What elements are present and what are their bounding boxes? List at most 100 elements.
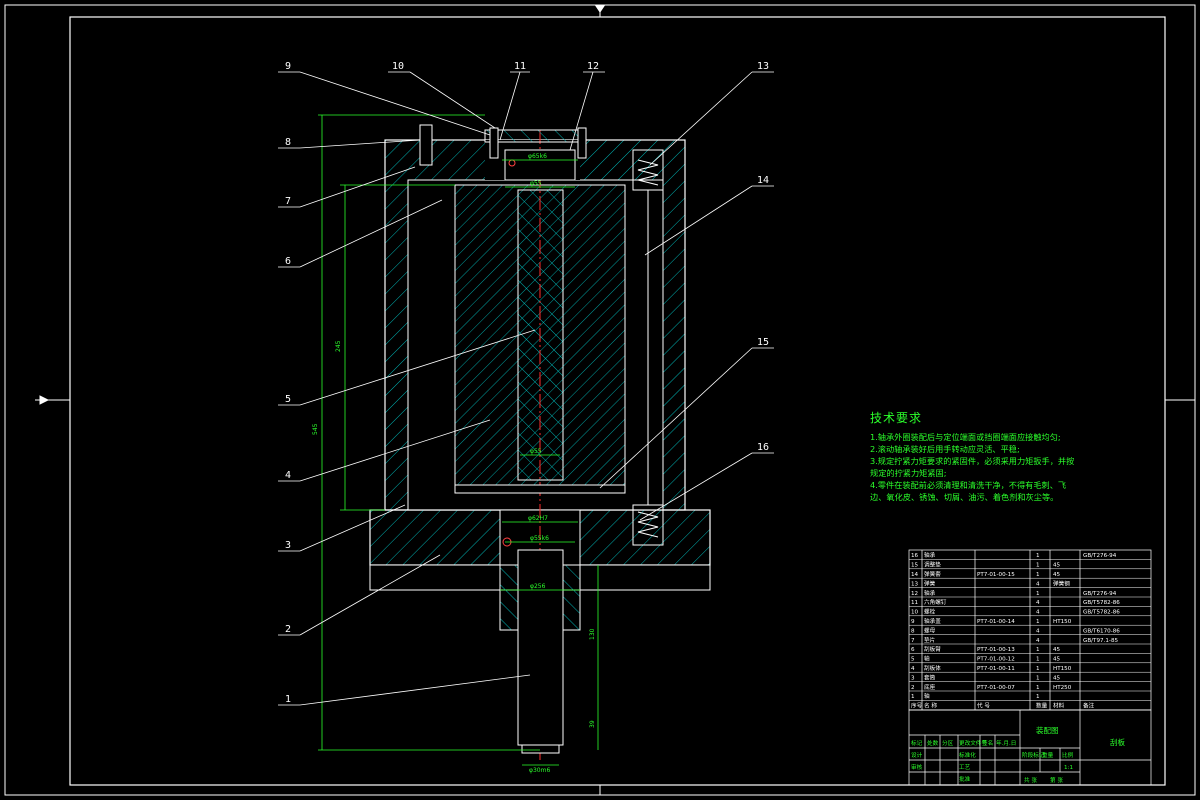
- tb-cell-mark: 标记: [911, 739, 923, 747]
- parts-cell-note: GB/T6170-86: [1083, 628, 1120, 634]
- parts-cell-no: 15: [911, 563, 919, 569]
- title-block: [908, 709, 1152, 786]
- parts-cell-qty: 数量: [1036, 702, 1048, 710]
- parts-cell-name: 底座: [924, 683, 936, 691]
- parts-cell-note: GB/T276-94: [1083, 591, 1117, 597]
- parts-cell-qty: 1: [1036, 675, 1040, 681]
- part-label-4: 4: [285, 470, 291, 481]
- tech-req-title: 技术要求: [870, 411, 922, 425]
- dimension-lines: [318, 114, 599, 766]
- parts-cell-code: PT7-01-00-13: [977, 647, 1015, 653]
- parts-cell-no: 2: [911, 685, 915, 691]
- parts-cell-material: HT150: [1053, 666, 1072, 672]
- tb-cell-sign: 签名: [982, 739, 993, 747]
- parts-cell-note: GB/T5782-86: [1083, 600, 1120, 606]
- parts-cell-material: HT250: [1053, 685, 1072, 691]
- parts-cell-qty: 1: [1036, 591, 1040, 597]
- parts-cell-name: 螺母: [924, 626, 936, 634]
- dim-lower-b: φ55k6: [530, 535, 549, 542]
- dimension-texts: 545 245 130 39 φ65k6 φ55 φ55 φ62H7 φ55k6…: [312, 153, 596, 774]
- part-label-15: 15: [757, 337, 769, 348]
- parts-cell-no: 6: [911, 647, 915, 653]
- springs: [632, 149, 664, 546]
- parts-cell-name: 轴: [924, 692, 930, 700]
- parts-cell-name: 轴: [924, 655, 930, 663]
- tb-cell-scale: 比例: [1062, 751, 1074, 759]
- part-label-10: 10: [392, 61, 404, 72]
- technical-requirements: 技术要求 1.轴承外圈装配后与定位端面或挡圈端面应接触均匀; 2.滚动轴承装好后…: [870, 411, 1074, 502]
- parts-cell-material: 45: [1053, 563, 1061, 569]
- part-label-16: 16: [757, 442, 769, 453]
- parts-cell-name: 调整垫: [924, 561, 941, 569]
- parts-cell-code: PT7-01-00-11: [977, 666, 1015, 672]
- parts-cell-no: 13: [911, 581, 919, 587]
- part-label-12: 12: [587, 61, 599, 72]
- part-label-7: 7: [285, 196, 291, 207]
- dim-base: φ256: [530, 583, 546, 590]
- parts-cell-note: 备注: [1083, 702, 1095, 710]
- parts-cell-qty: 4: [1036, 600, 1040, 606]
- parts-cell-name: 名 称: [924, 702, 937, 710]
- parts-cell-qty: 1: [1036, 685, 1040, 691]
- parts-cell-code: PT7-01-00-14: [977, 619, 1015, 625]
- tb-cell-approve: 批准: [959, 775, 971, 783]
- parts-cell-material: 材料: [1053, 702, 1065, 710]
- tb-cell-count: 处数: [927, 739, 939, 747]
- parts-cell-code: PT7-01-00-15: [977, 572, 1015, 578]
- dim-top-outer: φ55: [530, 180, 542, 187]
- part-label-1: 1: [285, 694, 291, 705]
- parts-cell-qty: 1: [1036, 694, 1040, 700]
- parts-cell-no: 7: [911, 638, 915, 644]
- tech-req-line-4: 规定的拧紧力矩紧固;: [870, 468, 946, 478]
- part-label-5: 5: [285, 394, 291, 405]
- dim-inner-height: 245: [335, 340, 342, 352]
- part-label-8: 8: [285, 137, 291, 148]
- drawing-no: 刮板: [1110, 737, 1126, 747]
- parts-cell-qty: 1: [1036, 619, 1040, 625]
- dim-mid: φ55: [530, 448, 542, 455]
- parts-cell-qty: 1: [1036, 647, 1040, 653]
- parts-cell-note: GB/T5782-86: [1083, 610, 1120, 616]
- parts-cell-qty: 1: [1036, 657, 1040, 663]
- parts-cell-note: GB/T276-94: [1083, 553, 1117, 559]
- part-label-9: 9: [285, 61, 291, 72]
- part-label-6: 6: [285, 256, 291, 267]
- parts-cell-name: 螺栓: [924, 608, 936, 616]
- parts-cell-material: HT150: [1053, 619, 1072, 625]
- part-labels: 1 2 3 4 5 6 7 8 9 10 11 12 13 14 15 16: [285, 61, 769, 705]
- tech-req-line-6: 边、氧化皮、锈蚀、切屑、油污、着色剂和灰尘等。: [870, 492, 1058, 502]
- scraper-body: [454, 130, 626, 760]
- parts-cell-material: 45: [1053, 657, 1061, 663]
- tb-cell-change: 更改文件号: [959, 739, 987, 747]
- tb-cell-weight: 重量: [1042, 751, 1054, 759]
- parts-list-table: [908, 549, 1152, 711]
- part-label-11: 11: [514, 61, 526, 72]
- parts-cell-no: 16: [911, 553, 919, 559]
- part-label-2: 2: [285, 624, 291, 635]
- dim-lower-a: φ62H7: [528, 515, 548, 522]
- part-label-3: 3: [285, 540, 291, 551]
- parts-cell-qty: 1: [1036, 553, 1040, 559]
- parts-cell-qty: 1: [1036, 666, 1040, 672]
- sheet-border: [4, 4, 1196, 796]
- parts-cell-name: 套筒: [924, 673, 936, 681]
- parts-cell-qty: 4: [1036, 610, 1040, 616]
- parts-cell-no: 3: [911, 675, 915, 681]
- tb-cell-total: 共 张: [1024, 776, 1037, 784]
- tb-cell-design: 设计: [911, 751, 923, 759]
- parts-cell-name: 轴承: [924, 589, 936, 597]
- parts-cell-no: 11: [911, 600, 919, 606]
- parts-cell-name: 轴承: [924, 551, 936, 559]
- part-label-14: 14: [757, 175, 769, 186]
- dim-shaft-length-b: 39: [589, 720, 596, 728]
- dim-shaft-length-a: 130: [589, 628, 596, 640]
- dim-overall-height: 545: [312, 423, 319, 435]
- parts-cell-qty: 4: [1036, 581, 1040, 587]
- parts-cell-material: 45: [1053, 647, 1061, 653]
- parts-cell-no: 9: [911, 619, 915, 625]
- parts-cell-no: 4: [911, 666, 915, 672]
- parts-cell-qty: 1: [1036, 572, 1040, 578]
- tech-req-line-1: 1.轴承外圈装配后与定位端面或挡圈端面应接触均匀;: [870, 432, 1061, 442]
